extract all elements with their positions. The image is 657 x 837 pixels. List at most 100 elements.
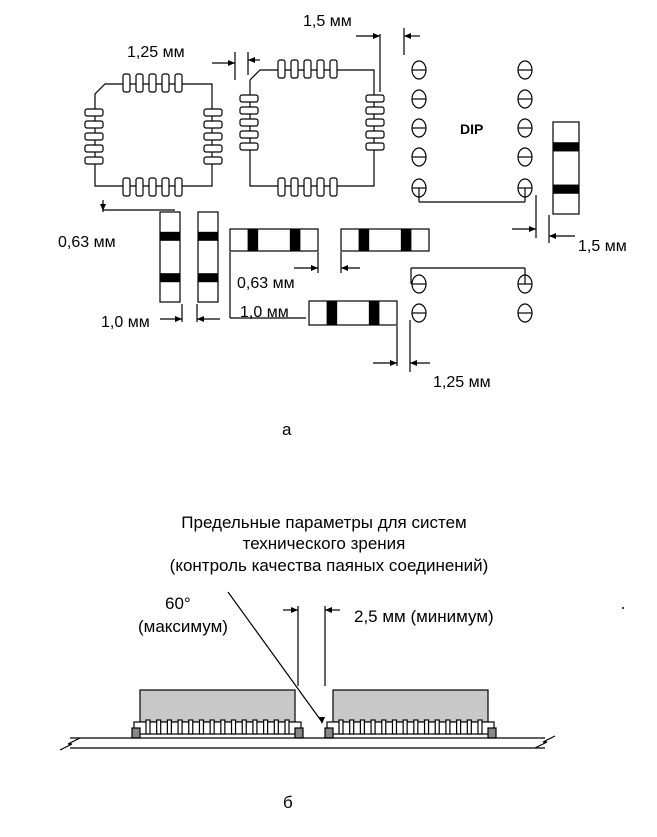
resistor-band (369, 301, 380, 325)
connector-lead (285, 720, 289, 734)
chip-pad (175, 74, 182, 92)
connector-lead (382, 720, 386, 734)
arrowhead (228, 60, 235, 66)
resistor-band (160, 273, 180, 282)
connector-lead (371, 720, 375, 734)
resistor-body (553, 122, 579, 214)
chip-pad (136, 74, 143, 92)
arrowhead (410, 360, 417, 366)
connector-lead (253, 720, 257, 734)
chip-pad (85, 133, 103, 140)
resistor-band (327, 301, 338, 325)
chip-pad (85, 121, 103, 128)
chip-pad (85, 109, 103, 116)
stray-dot (622, 607, 624, 609)
connector-lead (210, 720, 214, 734)
chip-pad (291, 178, 298, 196)
angle-label: 60° (165, 595, 191, 613)
chip-pad (366, 143, 384, 150)
connector-lead (264, 720, 268, 734)
connector-lead (392, 720, 396, 734)
dip-pin-left (412, 119, 426, 137)
chip-pad (240, 143, 258, 150)
arrowhead (341, 265, 348, 271)
chip-pad (149, 178, 156, 196)
arrowhead (529, 226, 536, 232)
dip-pin-left (412, 61, 426, 79)
arrowhead (197, 316, 204, 322)
dip-pin-left (412, 275, 426, 293)
chip-pad (204, 133, 222, 140)
resistor-vertical-1 (160, 212, 180, 302)
resistor-band (359, 229, 370, 251)
resistor-band (290, 229, 301, 251)
dip-pin-right (518, 304, 532, 322)
chip-pad (291, 60, 298, 78)
dip-pin-right (518, 148, 532, 166)
connector-lead (199, 720, 203, 734)
gap-label: 2,5 мм (минимум) (354, 608, 494, 626)
chip-pad (149, 74, 156, 92)
resistor-vertical-3 (553, 122, 579, 214)
chip-pad (204, 121, 222, 128)
arrowhead (175, 316, 182, 322)
arrowhead (373, 33, 380, 39)
connector-terminal (132, 728, 140, 738)
chip-pad (317, 178, 324, 196)
connector-lead (446, 720, 450, 734)
resistor-body (198, 212, 218, 302)
connector-lead (467, 720, 471, 734)
dip-pin-right (518, 61, 532, 79)
resistor-horizontal-2 (341, 229, 429, 251)
chip-pad (278, 60, 285, 78)
chip-pad (136, 178, 143, 196)
arrowhead (248, 57, 255, 63)
connector-lead (403, 720, 407, 734)
resistor-band (553, 185, 579, 194)
resistor-body (160, 212, 180, 302)
dim-vertical-resistor-top: 0,63 мм (58, 234, 116, 252)
chip-pad (85, 157, 103, 164)
connector-lead (457, 720, 461, 734)
arrowhead (291, 607, 298, 613)
chip-pad (330, 60, 337, 78)
connector-lead (232, 720, 236, 734)
dip-pin-right (518, 90, 532, 108)
dim-horizontal-resistor-offset: 1,0 мм (240, 304, 289, 322)
chip-pad (240, 119, 258, 126)
plcc-chip-left (85, 74, 222, 196)
connector-lead (189, 720, 193, 734)
connector-lead (242, 720, 246, 734)
chip-pad (304, 60, 311, 78)
dim-dip-to-resistor: 1,5 мм (578, 238, 627, 256)
resistor-band (198, 232, 218, 241)
connector-lead (274, 720, 278, 734)
chip-pad (175, 178, 182, 196)
connector-lead (350, 720, 354, 734)
dim-plcc-spacing: 1,25 мм (127, 44, 185, 62)
figure-b-drawing (60, 592, 624, 750)
chip-pad (240, 95, 258, 102)
arrowhead (311, 265, 318, 271)
connector-lead (167, 720, 171, 734)
connector-body (333, 690, 488, 722)
arrowhead (404, 33, 411, 39)
chip-pad (366, 131, 384, 138)
dip-pin-right (518, 119, 532, 137)
resistor-band (553, 142, 579, 151)
connector-lead (435, 720, 439, 734)
arrowhead (325, 607, 332, 613)
dip-label: DIP (460, 121, 483, 137)
chip-body (95, 84, 212, 186)
resistor-band (401, 229, 412, 251)
caption-line-3: (контроль качества паяных соединений) (124, 555, 534, 576)
dim-dip-to-horizontal-resistor: 1,25 мм (433, 374, 491, 392)
chip-body (250, 70, 374, 186)
connector-lead (221, 720, 225, 734)
chip-pad (204, 109, 222, 116)
chip-pad (85, 145, 103, 152)
resistor-body (309, 301, 397, 325)
resistor-band (198, 273, 218, 282)
